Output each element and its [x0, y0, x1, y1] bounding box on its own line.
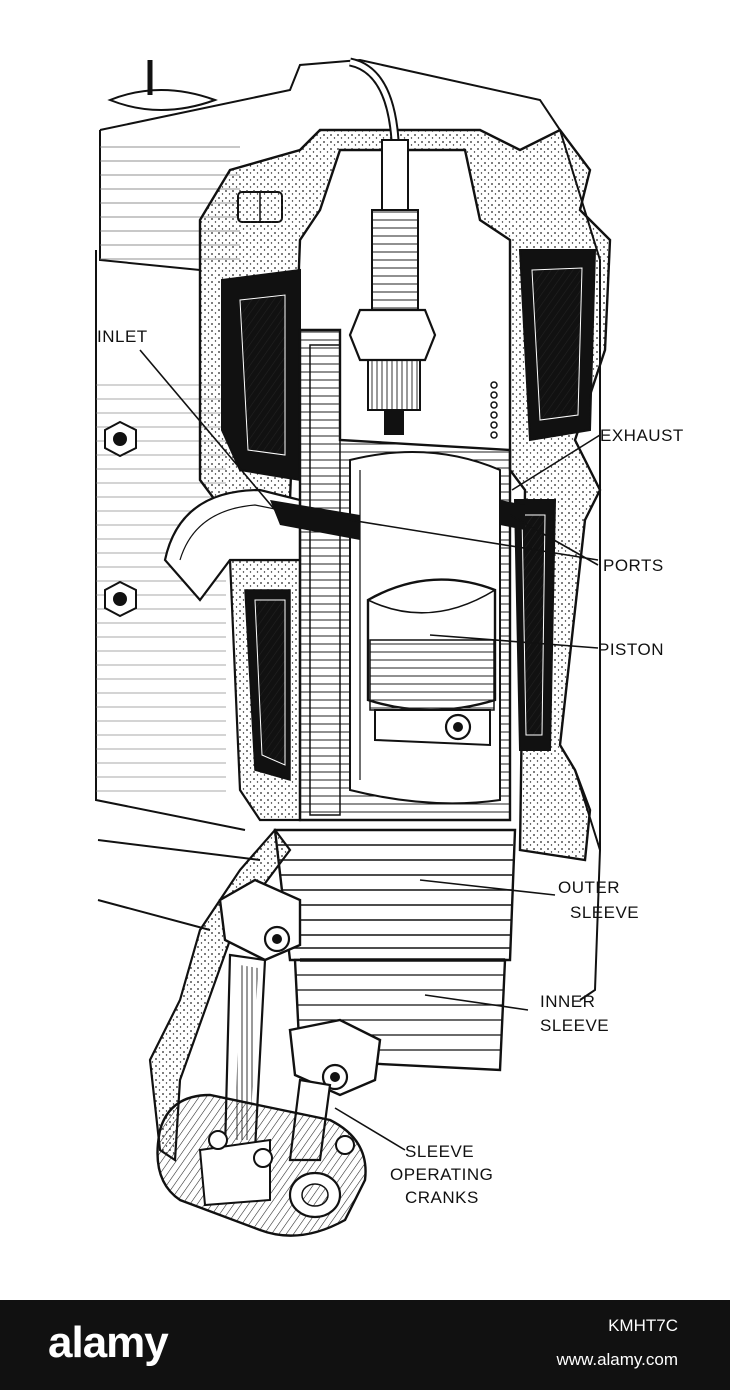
- label-cranks-line3: CRANKS: [405, 1188, 479, 1207]
- piston: [366, 578, 497, 747]
- labels: INLET EXHAUST PORTS PISTON OUTER SLEEVE …: [97, 327, 684, 1207]
- label-piston: PISTON: [598, 640, 664, 659]
- leader-ports-1: [349, 519, 599, 561]
- leader-inlet: [139, 349, 276, 511]
- leader-piston: [429, 634, 599, 649]
- label-inner-sleeve-line2: SLEEVE: [540, 1016, 609, 1035]
- leader-exhaust: [511, 434, 601, 491]
- label-outer-sleeve-line2: SLEEVE: [570, 903, 639, 922]
- watermark-footer: alamy KMHT7C www.alamy.com: [0, 1300, 730, 1390]
- leader-outer-sleeve: [419, 879, 556, 896]
- sleeve-bands: [273, 828, 517, 1072]
- sleeve-operating-cranks: [156, 878, 382, 1237]
- label-ports: PORTS: [603, 556, 664, 575]
- label-cranks-line1: SLEEVE: [405, 1142, 474, 1161]
- leader-cranks: [334, 1107, 406, 1151]
- image-id: KMHT7C: [608, 1316, 678, 1335]
- cutaway-drawing: INLET EXHAUST PORTS PISTON OUTER SLEEVE …: [95, 57, 684, 1237]
- leader-ports-2: [509, 514, 599, 566]
- label-inlet: INLET: [97, 327, 148, 346]
- leader-lines: [139, 349, 601, 1151]
- leader-inner-sleeve: [424, 994, 529, 1011]
- bolt-lower-left: [104, 580, 137, 618]
- cylinder-head-casing: [163, 128, 612, 862]
- label-inner-sleeve-line1: INNER: [540, 992, 595, 1011]
- label-outer-sleeve-line1: OUTER: [558, 878, 620, 897]
- sleeve-valve-engine-cutaway: INLET EXHAUST PORTS PISTON OUTER SLEEVE …: [95, 57, 684, 1237]
- label-exhaust: EXHAUST: [600, 426, 684, 445]
- brand-logo: alamy: [48, 1318, 169, 1367]
- spark-plug: [348, 57, 437, 435]
- bolt-upper-left: [104, 420, 137, 458]
- label-cranks-line2: OPERATING: [390, 1165, 493, 1184]
- site-url: www.alamy.com: [556, 1350, 678, 1369]
